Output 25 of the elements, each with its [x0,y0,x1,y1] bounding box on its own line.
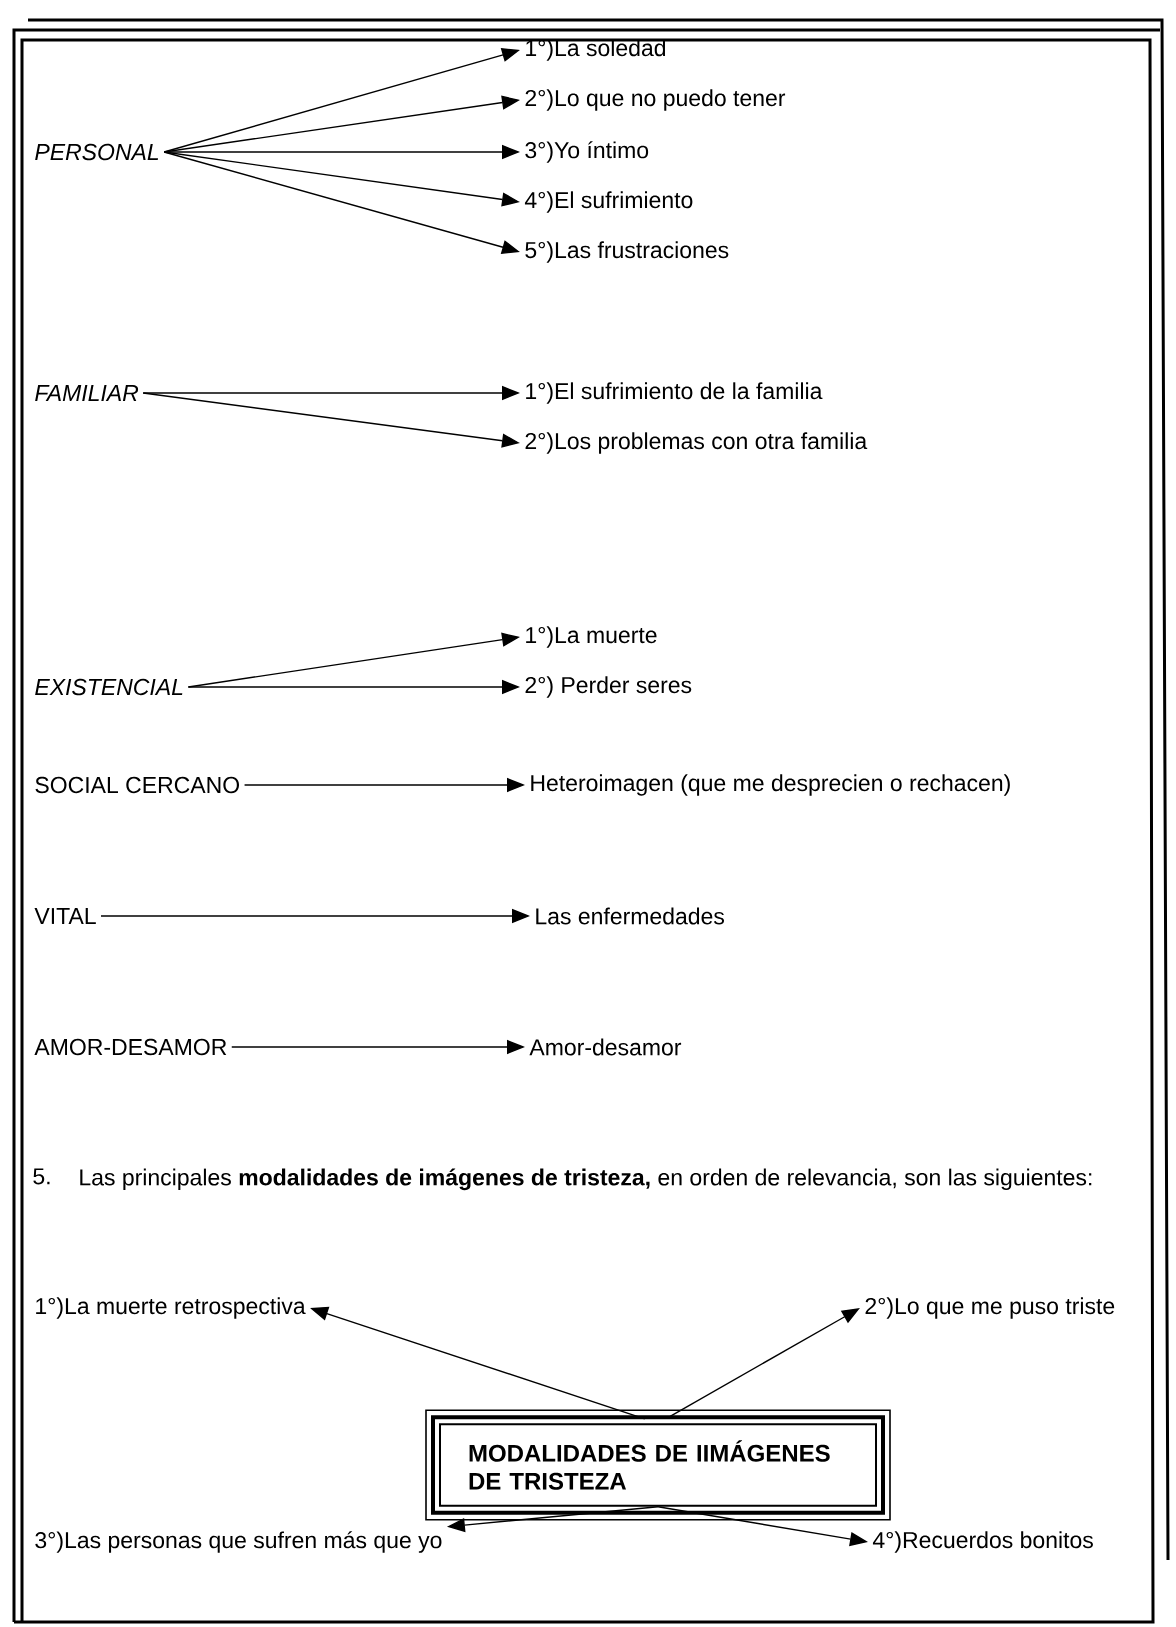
text-label: 3°)Las personas que sufren más que yo [35,1531,442,1553]
text-label: 1°)La muerte retrospectiva [36,1297,306,1319]
text-label: AMOR-DESAMOR [34,1038,227,1056]
text-label: 5°)Las frustraciones [525,241,729,263]
text-label: 3°)Yo íntimo [525,141,649,163]
arrow [669,1308,860,1418]
text-label: EXISTENCIAL [35,678,183,696]
text-label: 2°) Perder seres [525,676,692,698]
text-label: 1°)El sufrimiento de la familia [526,382,823,404]
title-box: MODALIDADES DE IIMÁGENES DE TRISTEZA [425,1409,891,1521]
text-label: FAMILIAR [35,385,139,401]
text-label: 4°)El sufrimiento [524,191,693,213]
text-label: SOCIAL CERCANO [35,776,239,794]
list-number: 5. [33,1168,50,1185]
text-label: 2°)Lo que me puso triste [865,1297,1115,1319]
text-label: Heteroimagen (que me desprecien o rechacen) [531,774,1010,796]
text-label: 1°)La muerte [526,626,657,648]
text-label: Amor-desamor [529,1038,682,1056]
text-label: 2°)Lo que no puedo tener [525,89,786,111]
paragraph: Las principales modalidades de imágenes de tristeza, en orden de relevancia, son las siguientes: [80,1168,1092,1191]
text-label: VITAL [34,908,96,924]
text-label: Las enfermedades [536,907,725,925]
text-label: PERSONAL [35,143,159,161]
text-label: 4°)Recuerdos bonitos [872,1531,1093,1553]
text-label: 2°)Los problemas con otra familia [525,432,868,454]
